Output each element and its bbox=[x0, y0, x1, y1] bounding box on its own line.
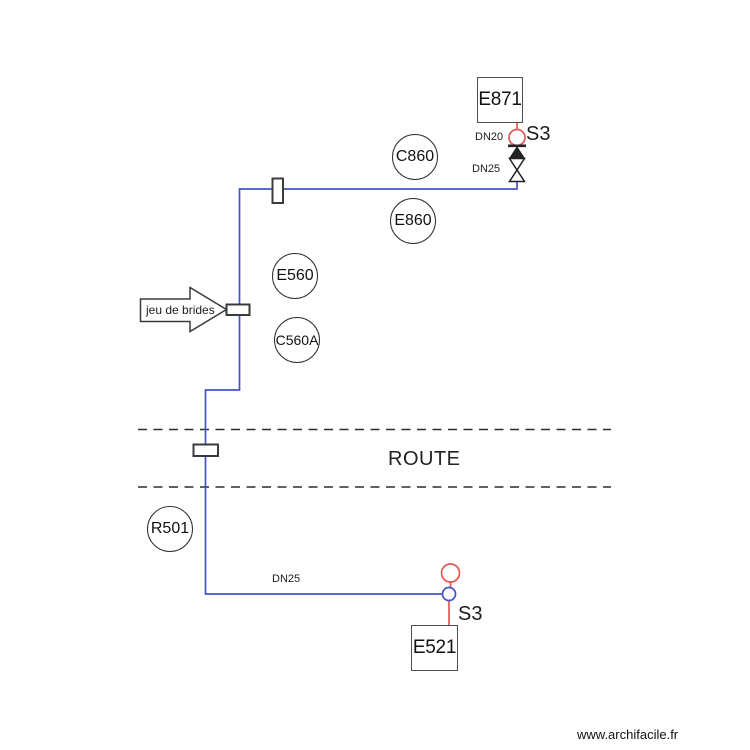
pipe-line-blue-main bbox=[204, 180, 518, 595]
watermark-link[interactable]: www.archifacile.fr bbox=[577, 727, 679, 742]
flange-fitting-route-crossing bbox=[192, 443, 219, 457]
equipment-label-e871: E871 bbox=[478, 89, 522, 110]
check-valve-icon bbox=[508, 144, 526, 159]
outlet-label-s3-bottom: S3 bbox=[458, 603, 483, 625]
gate-valve-icon bbox=[508, 157, 526, 183]
callout-label: jeu de brides bbox=[146, 303, 215, 317]
flange-fitting-brides bbox=[225, 303, 251, 316]
instrument-label-c860: C860 bbox=[395, 148, 435, 165]
instrument-circle-c560a: C560A bbox=[274, 317, 320, 363]
instrument-circle-c860: C860 bbox=[392, 134, 438, 180]
connection-point-red-bottom bbox=[440, 563, 461, 583]
instrument-circle-e560: E560 bbox=[272, 253, 318, 299]
outlet-label-s3-top: S3 bbox=[526, 123, 551, 145]
instrument-label-e560: E560 bbox=[276, 267, 314, 284]
pipe-label-dn20: DN20 bbox=[475, 131, 504, 143]
equipment-box-e871: E871 bbox=[477, 77, 523, 123]
connection-point-blue-bottom bbox=[441, 586, 457, 602]
pipe-label-dn25-top: DN25 bbox=[472, 163, 501, 175]
equipment-label-e521: E521 bbox=[412, 637, 457, 658]
callout-arrow bbox=[139, 286, 228, 333]
connection-point-red-top bbox=[508, 128, 526, 147]
instrument-circle-r501: R501 bbox=[147, 506, 193, 552]
instrument-circle-e860: E860 bbox=[390, 198, 436, 244]
instrument-label-r501: R501 bbox=[150, 520, 190, 537]
flange-fitting-top-run bbox=[271, 177, 284, 204]
instrument-label-e860: E860 bbox=[394, 212, 432, 229]
pipe-label-dn25-bottom: DN25 bbox=[272, 573, 301, 585]
instrument-label-c560a: C560A bbox=[275, 332, 319, 348]
equipment-box-e521: E521 bbox=[411, 625, 458, 671]
zone-label-route: ROUTE bbox=[388, 448, 461, 470]
